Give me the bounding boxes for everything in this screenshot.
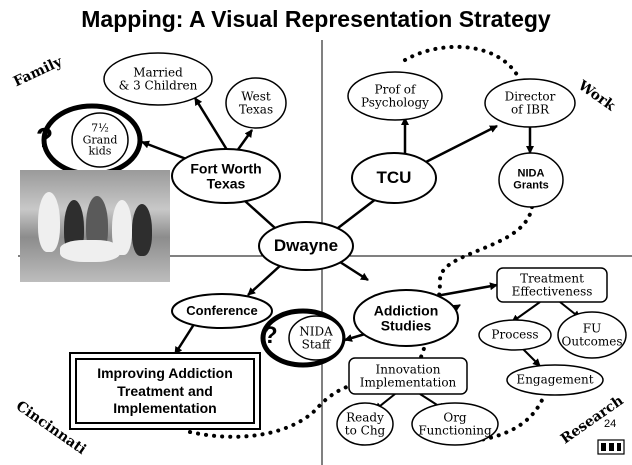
node-engagement xyxy=(506,364,604,396)
node-ready xyxy=(336,402,394,446)
label-tcu: TCU xyxy=(376,168,412,188)
children-photo xyxy=(20,170,170,282)
node-org xyxy=(411,402,499,446)
node-conference xyxy=(171,293,273,329)
question-mark-staff: ? xyxy=(263,322,278,349)
node-innovation xyxy=(348,357,468,395)
node-fu xyxy=(557,311,627,359)
arrow-fortworth-married xyxy=(193,97,234,159)
node-fort-worth xyxy=(171,148,281,204)
question-mark-family: ? xyxy=(36,122,54,153)
label-married: Married& 3 Children xyxy=(118,65,198,92)
node-nida-staff-inner xyxy=(288,315,344,361)
node-tcu xyxy=(351,152,437,204)
arrow-center-addiction xyxy=(339,260,369,282)
node-process xyxy=(478,319,552,351)
ibr-logo xyxy=(597,439,625,455)
arrow-treatment-process xyxy=(511,301,541,323)
node-treatment xyxy=(496,267,608,303)
arrow-tcu-director xyxy=(419,124,498,167)
node-improving-inner xyxy=(75,358,255,424)
label-center: Dwayne xyxy=(273,236,339,256)
slide-title: Mapping: A Visual Representation Strateg… xyxy=(81,6,551,32)
node-director xyxy=(484,78,576,128)
dotted-path-work xyxy=(403,44,522,82)
dotted-path-cincinnati xyxy=(188,378,382,439)
label-conference: Conference xyxy=(186,303,258,319)
node-nida-grants xyxy=(498,152,564,208)
node-addiction xyxy=(353,289,459,347)
node-married xyxy=(103,52,213,106)
node-prof xyxy=(347,71,443,121)
node-center xyxy=(258,221,354,271)
node-grandkids-inner xyxy=(71,112,129,168)
label-engagement: Engagement xyxy=(516,372,594,387)
dotted-path-research xyxy=(418,205,534,362)
arrow-process-engagement xyxy=(521,347,541,367)
node-west-texas xyxy=(225,77,287,129)
page-number: 24 xyxy=(604,418,617,430)
label-process: Process xyxy=(491,327,539,342)
arrow-center-conference xyxy=(247,263,283,296)
